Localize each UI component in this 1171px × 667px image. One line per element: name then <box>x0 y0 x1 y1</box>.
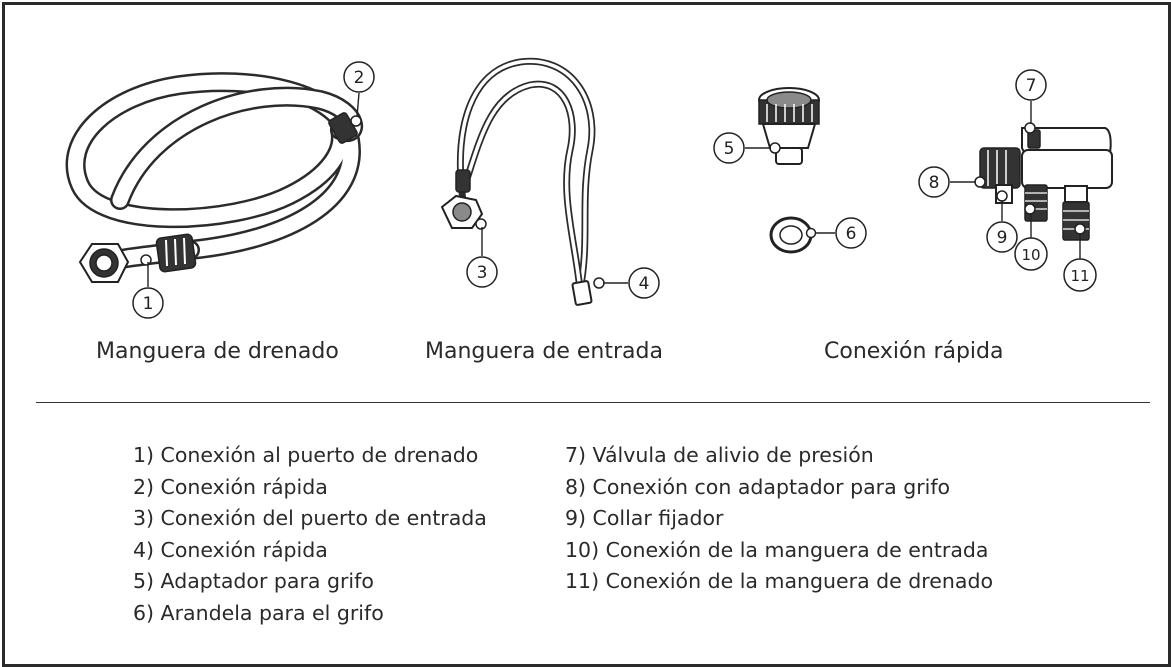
callout-circle-8: 8 <box>918 166 950 198</box>
svg-text:7: 7 <box>1026 76 1037 96</box>
inlet-hose-drawing <box>440 57 605 306</box>
callout-leaders <box>147 92 1081 287</box>
legend-item: 9) Collar fijador <box>565 506 724 530</box>
legend-item: 8) Conexión con adaptador para grifo <box>565 474 951 499</box>
svg-text:11: 11 <box>1070 267 1089 285</box>
callout-circle-5: 5 <box>713 132 745 164</box>
svg-text:1: 1 <box>143 294 154 314</box>
svg-text:5: 5 <box>724 139 735 159</box>
inlet-hose-caption: Manguera de entrada <box>425 339 663 364</box>
legend-item: 3) Conexión del puerto de entrada <box>133 506 487 530</box>
svg-text:10: 10 <box>1021 246 1040 264</box>
legend-item: 4) Conexión rápida <box>133 537 328 562</box>
legend-item: 10) Conexión de la manguera de entrada <box>565 537 989 562</box>
quick-connector-drawing <box>974 122 1113 241</box>
legend-item: 7) Válvula de alivio de presión <box>565 443 874 467</box>
legend-item: 5) Adaptador para grifo <box>133 569 374 593</box>
callout-circle-9: 9 <box>986 221 1018 253</box>
faucet-washer-drawing <box>769 216 817 254</box>
svg-text:8: 8 <box>929 173 940 193</box>
svg-text:6: 6 <box>846 224 857 244</box>
legend-item: 11) Conexión de la manguera de drenado <box>565 569 993 593</box>
section-divider <box>36 402 1150 403</box>
callout-circle-10: 10 <box>1014 237 1048 271</box>
callout-circle-11: 11 <box>1063 258 1097 292</box>
legend-left-column: 1) Conexión al puerto de drenado 2) Cone… <box>133 440 487 629</box>
svg-text:2: 2 <box>354 68 365 88</box>
callout-circle-3: 3 <box>466 256 498 288</box>
svg-text:4: 4 <box>639 274 650 294</box>
drain-hose-caption: Manguera de drenado <box>96 339 339 364</box>
callout-circle-4: 4 <box>628 267 660 299</box>
callout-circle-6: 6 <box>835 217 867 249</box>
legend-right-column: 7) Válvula de alivio de presión 8) Conex… <box>565 440 993 598</box>
legend-item: 1) Conexión al puerto de drenado <box>133 443 479 467</box>
callout-circle-7: 7 <box>1015 69 1047 101</box>
svg-text:9: 9 <box>997 228 1008 248</box>
legend-item: 2) Conexión rápida <box>133 474 328 499</box>
legend-item: 6) Arandela para el grifo <box>133 600 384 625</box>
faucet-adapter-drawing <box>758 87 820 165</box>
callout-circle-2: 2 <box>343 61 375 93</box>
quick-connect-caption: Conexión rápida <box>824 339 1004 364</box>
callout-circle-1: 1 <box>132 287 164 319</box>
svg-text:3: 3 <box>477 263 488 283</box>
drain-hose-drawing <box>65 72 364 283</box>
